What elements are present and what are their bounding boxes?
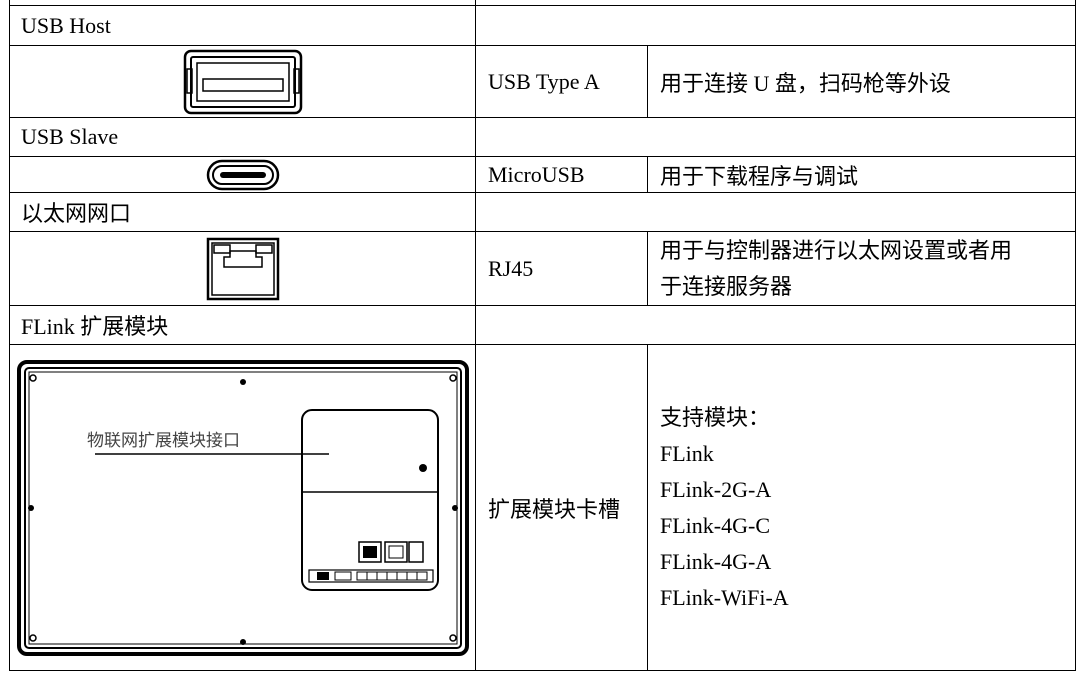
supported-module-item: FLink-WiFi-A bbox=[660, 584, 789, 610]
supported-module-item: FLink bbox=[660, 440, 714, 466]
supported-module-item: 支持模块： bbox=[660, 404, 771, 430]
table-row-usb-slave: MicroUSB 用于下载程序与调试 bbox=[9, 156, 1076, 193]
interface-type-flink: 扩展模块卡槽 bbox=[475, 344, 648, 671]
usb-type-a-port-icon bbox=[183, 49, 302, 114]
supported-module-item: FLink-4G-A bbox=[660, 548, 772, 574]
device-back-panel-figure: 物联网扩展模块接口 bbox=[16, 359, 469, 656]
interface-type-ethernet: RJ45 bbox=[475, 231, 648, 306]
description-ethernet: 用于与控制器进行以太网设置或者用 于连接服务器 bbox=[647, 231, 1076, 306]
device-back-cell: 物联网扩展模块接口 bbox=[9, 344, 476, 671]
section-row-ethernet: 以太网网口 bbox=[9, 192, 1076, 232]
section-row-flink: FLink 扩展模块 bbox=[9, 305, 1076, 345]
supported-module-item: FLink-4G-C bbox=[660, 512, 770, 538]
description-usb-slave: 用于下载程序与调试 bbox=[647, 156, 1076, 193]
usb-type-a-cell bbox=[9, 45, 476, 118]
section-title-flink: FLink 扩展模块 bbox=[9, 305, 476, 345]
description-flink: 支持模块： FLink FLink-2G-A FLink-4G-C FLink-… bbox=[647, 344, 1076, 671]
micro-usb-cell bbox=[9, 156, 476, 193]
interface-type-usb-host: USB Type A bbox=[475, 45, 648, 118]
rj45-port-icon bbox=[206, 237, 279, 300]
figure-label: 物联网扩展模块接口 bbox=[87, 431, 240, 451]
description-line: 于连接服务器 bbox=[660, 273, 793, 299]
description-line: 用于与控制器进行以太网设置或者用 bbox=[660, 237, 1013, 263]
interface-type-usb-slave: MicroUSB bbox=[475, 156, 648, 193]
section-row-usb-host: USB Host bbox=[9, 5, 1076, 46]
micro-usb-port-icon bbox=[206, 159, 279, 190]
description-usb-host: 用于连接 U 盘，扫码枪等外设 bbox=[647, 45, 1076, 118]
supported-module-item: FLink-2G-A bbox=[660, 476, 772, 502]
table-row-flink: 物联网扩展模块接口 扩展模块卡槽 支持模块： FLink FLink-2G-A … bbox=[9, 344, 1076, 671]
section-title-ethernet: 以太网网口 bbox=[9, 192, 476, 232]
section-title-usb-host: USB Host bbox=[9, 5, 476, 46]
section-row-usb-slave: USB Slave bbox=[9, 117, 1076, 157]
table-row-ethernet: RJ45 用于与控制器进行以太网设置或者用 于连接服务器 bbox=[9, 231, 1076, 306]
interfaces-table: USB Host USB Type A 用于连接 U 盘，扫码枪等外设 USB … bbox=[9, 0, 1076, 671]
table-row-usb-host: USB Type A 用于连接 U 盘，扫码枪等外设 bbox=[9, 45, 1076, 118]
section-title-usb-slave: USB Slave bbox=[9, 117, 476, 157]
rj45-cell bbox=[9, 231, 476, 306]
